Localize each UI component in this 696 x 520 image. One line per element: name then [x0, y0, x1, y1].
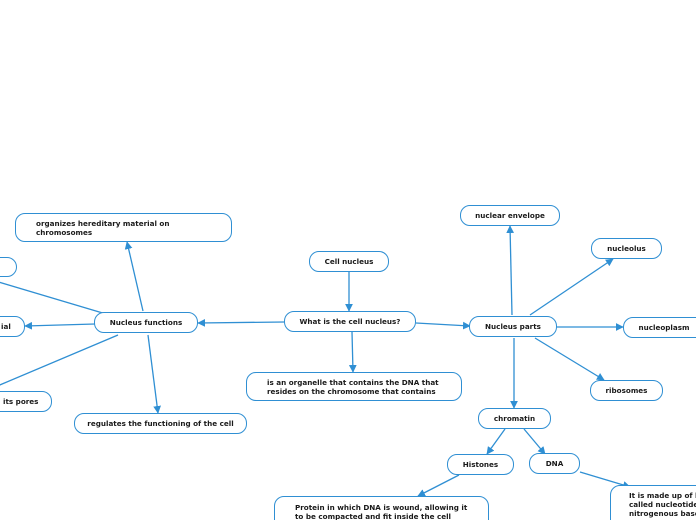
node-label: Nucleus functions	[109, 318, 183, 327]
node-nucleus-parts[interactable]: Nucleus parts	[469, 316, 557, 337]
node-what-is-nucleus[interactable]: What is the cell nucleus?	[284, 311, 416, 332]
node-nuclear-envelope[interactable]: nuclear envelope	[460, 205, 560, 226]
link-parts-envelope	[506, 225, 515, 316]
node-organizes[interactable]: organizes hereditary material on chromos…	[15, 213, 232, 242]
link-histones-desc	[417, 474, 460, 497]
node-label: ribosomes	[605, 386, 648, 395]
node-nucleolus[interactable]: nucleolus	[591, 238, 662, 259]
node-label: Cell nucleus	[324, 257, 374, 266]
node-label: nucleolus	[607, 244, 646, 253]
link-parts-ribosomes	[534, 337, 605, 381]
link-parts-nucleolus	[529, 258, 614, 316]
node-label: Nucleus parts	[485, 322, 541, 331]
node-cell-nucleus[interactable]: Cell nucleus	[309, 251, 389, 272]
link-dna-desc	[579, 471, 631, 489]
node-label: regulates the functioning of the cell	[87, 419, 234, 428]
node-label: nuclear envelope	[475, 211, 545, 220]
node-label: organizes hereditary material on chromos…	[36, 218, 170, 237]
node-label: is an organelle that contains the DNA th…	[267, 377, 439, 396]
link-chromatin-histones	[486, 428, 506, 455]
node-what-is-answer[interactable]: is an organelle that contains the DNA th…	[246, 372, 462, 401]
node-partial-pores[interactable]: its pores	[0, 391, 52, 412]
link-functions-regulates	[147, 334, 161, 414]
node-dna-desc[interactable]: It is made up of l called nucleotide nit…	[610, 485, 696, 520]
link-functions-pores	[0, 334, 119, 386]
node-regulates[interactable]: regulates the functioning of the cell	[74, 413, 247, 434]
node-histones-desc[interactable]: Protein in which DNA is wound, allowing …	[274, 496, 489, 520]
link-whatis-parts	[415, 321, 471, 330]
node-nucleus-functions[interactable]: Nucleus functions	[94, 312, 198, 333]
node-label: ial	[1, 322, 11, 331]
node-label: Protein in which DNA is wound, allowing …	[295, 503, 468, 520]
link-functions-material	[24, 321, 96, 330]
node-partial-top[interactable]	[0, 257, 17, 277]
node-label: its pores	[3, 397, 39, 406]
link-functions-top	[0, 281, 107, 315]
link-whatis-functions	[197, 319, 285, 327]
link-whatis-answer	[348, 331, 357, 373]
node-label: Histones	[462, 460, 499, 469]
node-label: It is made up of l called nucleotide nit…	[629, 491, 696, 518]
node-label: nucleoplasm	[638, 323, 690, 332]
node-label: DNA	[545, 459, 564, 468]
node-histones[interactable]: Histones	[447, 454, 514, 475]
link-chromatin-dna	[523, 428, 546, 455]
node-ribosomes[interactable]: ribosomes	[590, 380, 663, 401]
node-label: chromatin	[493, 414, 536, 423]
node-label: What is the cell nucleus?	[299, 317, 401, 326]
link-functions-organizes	[124, 241, 144, 312]
node-nucleoplasm[interactable]: nucleoplasm	[623, 317, 696, 338]
node-dna[interactable]: DNA	[529, 453, 580, 474]
node-chromatin[interactable]: chromatin	[478, 408, 551, 429]
node-partial-material[interactable]: ial	[0, 316, 25, 337]
